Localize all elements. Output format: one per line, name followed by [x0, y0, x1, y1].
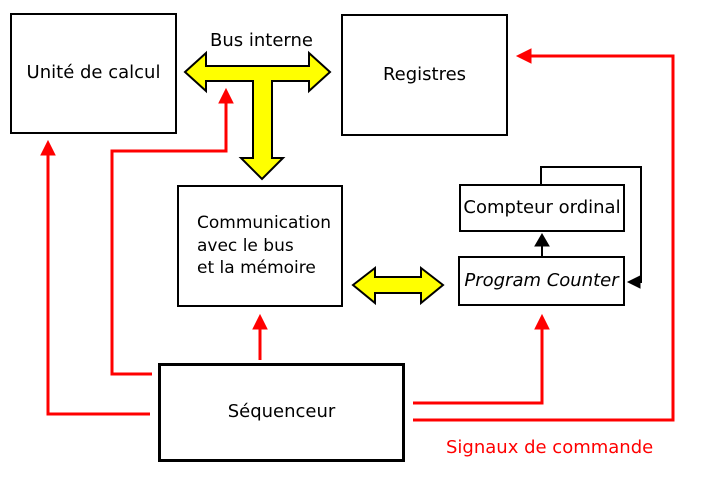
bus-interne-arrow [183, 50, 332, 181]
bus-interne-label: Bus interne [210, 30, 313, 51]
signal-sequenceur-to-pc [413, 313, 550, 405]
program-counter-label: Program Counter [464, 269, 619, 291]
program-counter-box: Program Counter [458, 256, 625, 306]
signal-sequenceur-to-bus [110, 87, 234, 376]
unite-de-calcul-label: Unité de calcul [26, 62, 161, 84]
compteur-ordinal-box: Compteur ordinal [459, 184, 625, 232]
signal-sequenceur-to-communication [252, 313, 268, 360]
registres-label: Registres [382, 63, 467, 85]
bus-memoire-arrow [351, 265, 445, 306]
communication-box: Communication avec le bus et la mémoire [177, 185, 343, 307]
pc-to-compteur-arrow [534, 233, 550, 256]
registres-box: Registres [341, 14, 508, 136]
compteur-pc-loop-arrow [540, 166, 642, 289]
unite-de-calcul-box: Unité de calcul [10, 13, 177, 134]
signaux-de-commande-label: Signaux de commande [446, 437, 654, 458]
communication-label: Communication avec le bus et la mémoire [197, 212, 331, 279]
compteur-ordinal-label: Compteur ordinal [463, 196, 621, 218]
signal-sequenceur-to-registres [413, 48, 675, 422]
sequenceur-label: Séquenceur [227, 401, 336, 423]
sequenceur-box: Séquenceur [158, 363, 405, 462]
signal-sequenceur-to-unite [40, 139, 150, 416]
